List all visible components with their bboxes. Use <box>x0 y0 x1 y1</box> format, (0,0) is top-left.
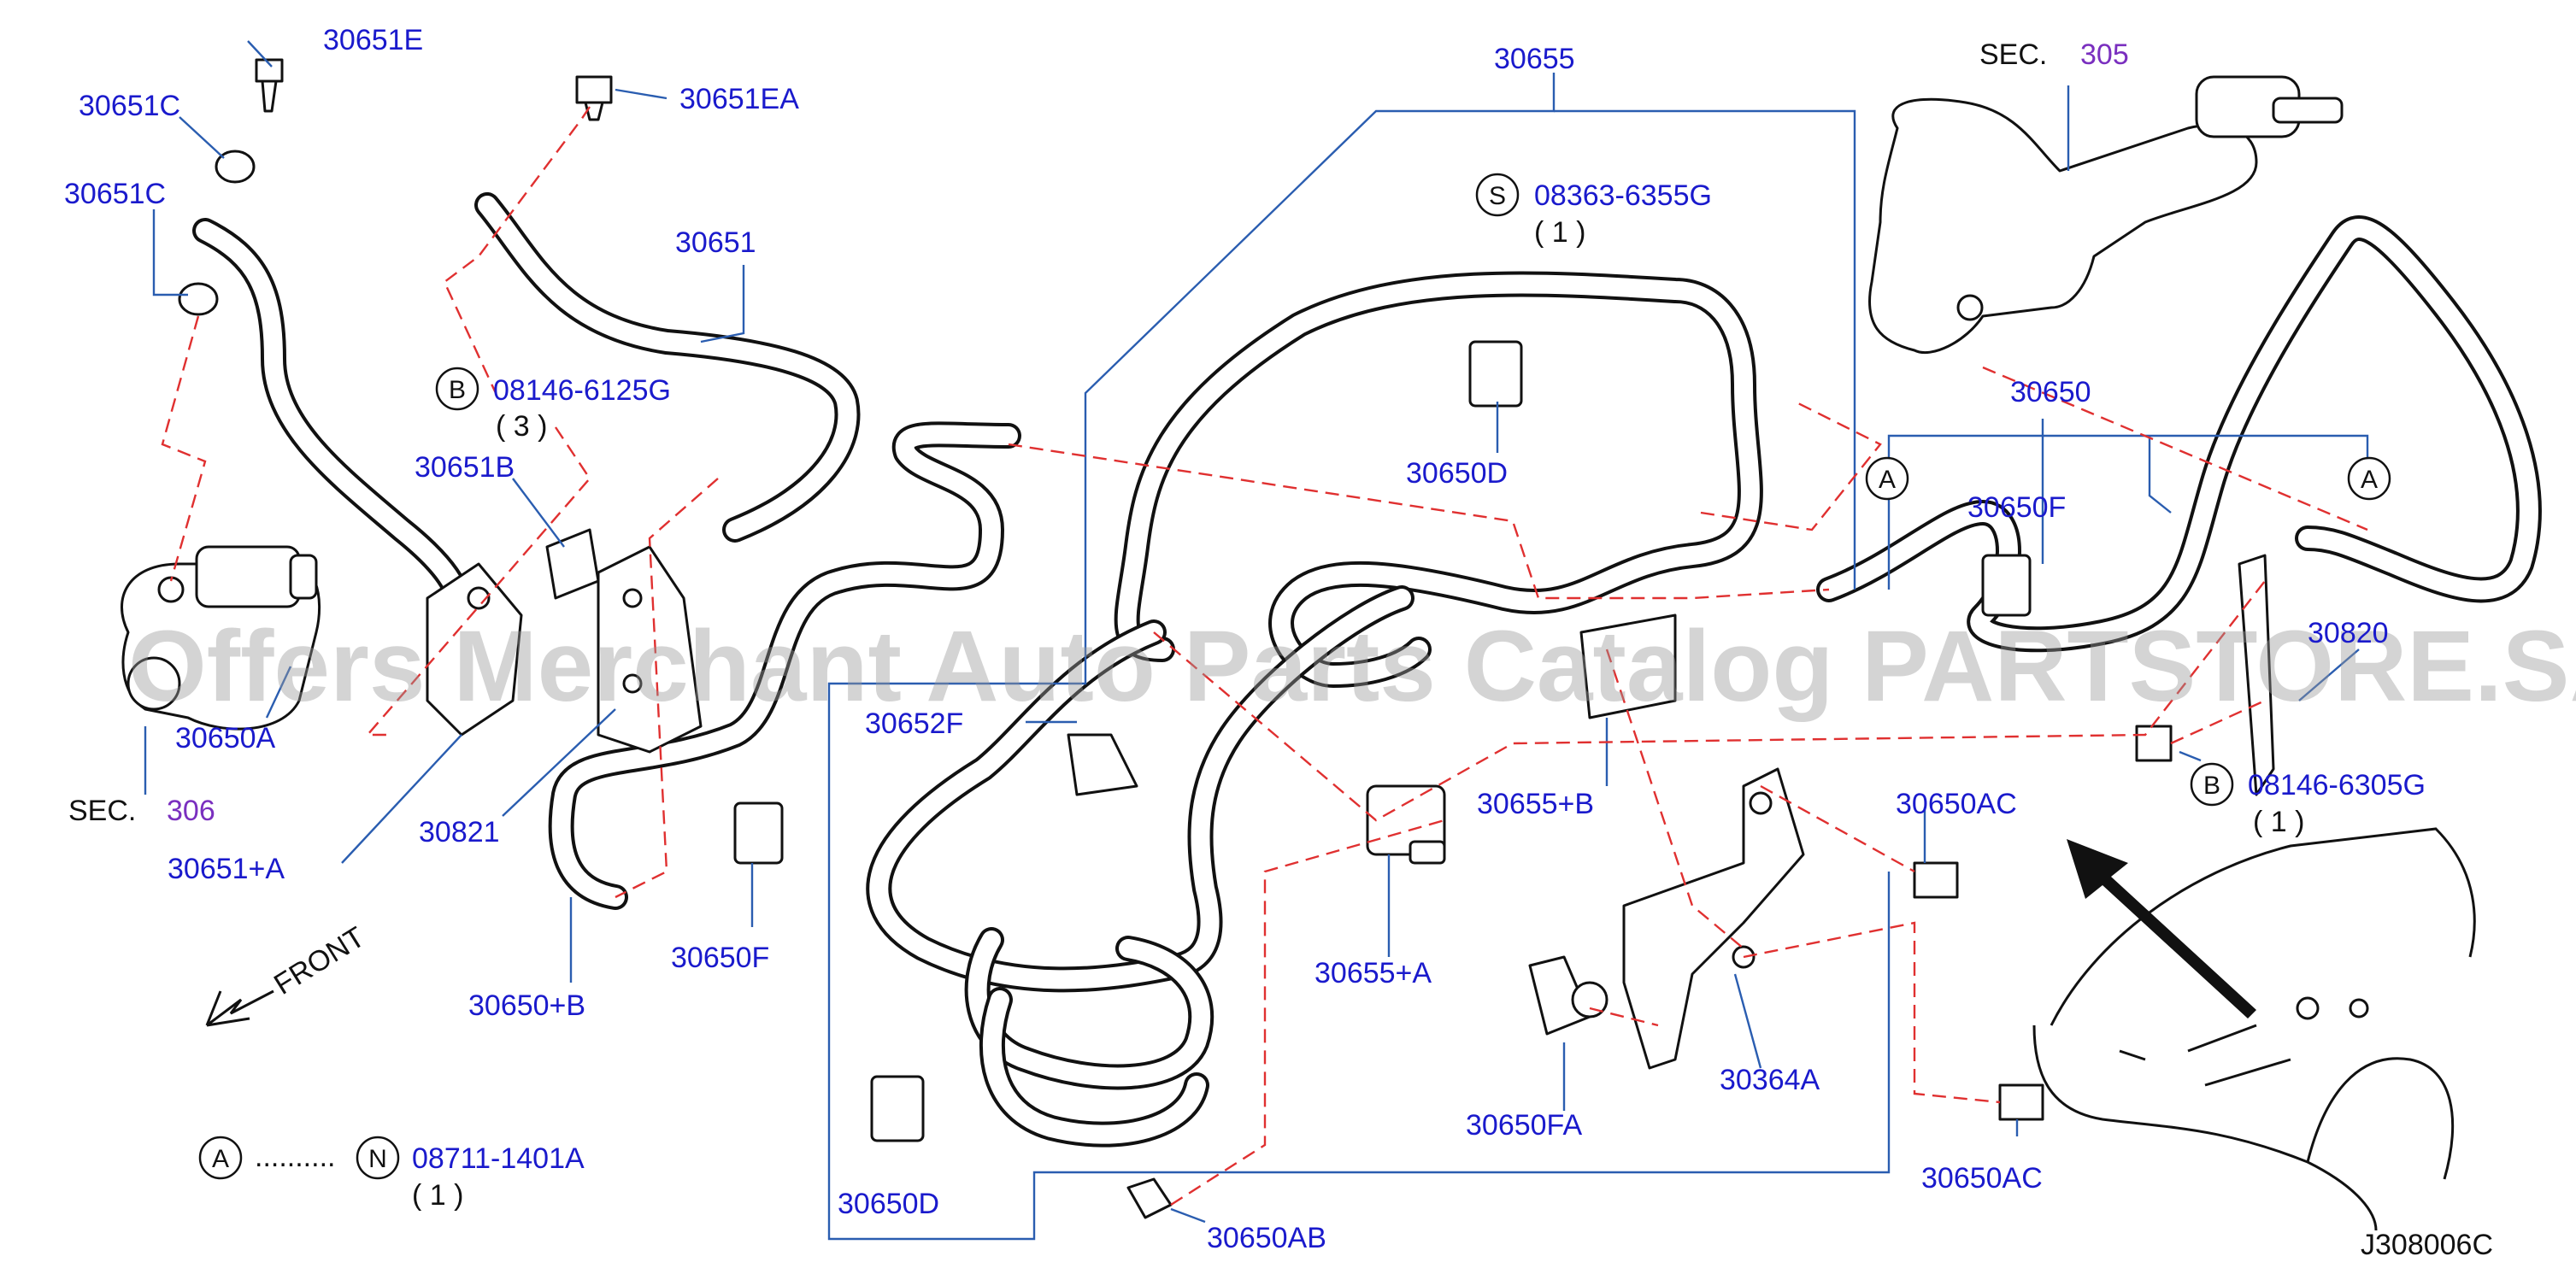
clip-30652F <box>1067 733 1138 796</box>
watermark: Offers Merchant Auto Parts Catalog PARTS… <box>128 610 2576 723</box>
bolt-30650AB <box>1126 1177 1173 1219</box>
sec306-prefix: SEC. <box>68 795 136 827</box>
label-30650[interactable]: 30650 <box>2010 376 2091 408</box>
label-30650FA[interactable]: 30650FA <box>1466 1109 1582 1142</box>
clutch-pipes <box>192 192 2542 1148</box>
label-30655-a[interactable]: 30655+A <box>1314 957 1432 989</box>
legend-n-letter: N <box>368 1145 387 1173</box>
label-30651EA[interactable]: 30651EA <box>679 83 799 115</box>
connector-30655-a <box>1366 784 1446 865</box>
legend-a-letter: A <box>212 1145 229 1173</box>
bracket-30364A <box>1622 767 1805 1070</box>
label-30650AB[interactable]: 30650AB <box>1207 1222 1326 1254</box>
qty-08146-6125G: ( 3 ) <box>496 410 547 443</box>
label-30821[interactable]: 30821 <box>419 816 500 848</box>
label-30650AC-upper[interactable]: 30650AC <box>1896 788 2017 820</box>
sec305-prefix: SEC. <box>1979 38 2047 71</box>
clutch-damper-30651-a <box>426 562 523 737</box>
label-30650A[interactable]: 30650A <box>175 722 276 754</box>
bracket-30651B <box>545 528 600 600</box>
bolt-30650AC-upper <box>1913 861 1959 899</box>
washer-30651C-lower <box>178 282 219 316</box>
a-marker-left: A <box>1879 466 1896 494</box>
section-refs: SEC. 306 SEC. 305 <box>68 38 2129 827</box>
b-callout-icon-1 <box>435 367 479 411</box>
label-30655[interactable]: 30655 <box>1494 43 1575 75</box>
dashed-connection-lines <box>161 106 2368 1206</box>
a-marker-icon-right <box>2347 456 2391 501</box>
clip-30650D-bottom <box>870 1075 925 1142</box>
clip-30650FA <box>1528 955 1609 1036</box>
label-30651-a[interactable]: 30651+A <box>168 853 285 885</box>
bolt-08146-6305G <box>2135 725 2173 762</box>
s-callout-letter: S <box>1489 182 1506 210</box>
part-labels: 30651E 30651C 30651C 30651EA 30651 30651… <box>64 24 2389 1254</box>
qty-08146-6305G: ( 1 ) <box>2253 806 2304 838</box>
bracket-30820 <box>2238 554 2275 796</box>
fastener-callouts: S 08363-6355G ( 1 ) B 08146-6125G ( 3 ) … <box>198 173 2426 1212</box>
bracket-30821 <box>597 545 703 754</box>
bolt-30650AC-lower <box>1998 1083 2044 1121</box>
label-08146-6305G[interactable]: 08146-6305G <box>2248 769 2426 801</box>
a-marker-icon-left <box>1865 456 1909 501</box>
label-30650D-top[interactable]: 30650D <box>1406 457 1508 490</box>
label-08711-1401A[interactable]: 08711-1401A <box>412 1142 585 1175</box>
qty-08363-6355G: ( 1 ) <box>1534 216 1585 249</box>
label-30651C-upper[interactable]: 30651C <box>79 90 180 122</box>
a-marker-right: A <box>2361 466 2378 494</box>
label-30651C-lower[interactable]: 30651C <box>64 178 166 210</box>
washer-30651C-upper <box>215 150 256 184</box>
label-30655-b[interactable]: 30655+B <box>1477 788 1594 820</box>
clip-30650F-right <box>1981 554 2032 617</box>
s-callout-icon <box>1475 173 1520 217</box>
diagram-code: J308006C <box>2361 1229 2493 1261</box>
front-label: FRONT <box>268 921 370 1001</box>
legend-a-icon <box>198 1136 243 1180</box>
clip-30650F-left <box>733 801 784 865</box>
label-30652F[interactable]: 30652F <box>865 707 963 740</box>
label-30364A[interactable]: 30364A <box>1720 1064 1820 1096</box>
bolt-30651E <box>255 58 284 113</box>
label-30650F-right[interactable]: 30650F <box>1967 491 2066 524</box>
master-cylinder-sec305 <box>1867 75 2344 355</box>
label-30651B[interactable]: 30651B <box>415 451 515 484</box>
label-30651E[interactable]: 30651E <box>323 24 423 56</box>
bolt-30651EA <box>575 75 613 121</box>
label-30650AC-lower[interactable]: 30650AC <box>1921 1162 2043 1195</box>
label-30650D-bottom[interactable]: 30650D <box>838 1188 939 1220</box>
leader-lines <box>144 40 2369 1241</box>
operating-cylinder-sec306 <box>121 545 321 731</box>
label-30650-b[interactable]: 30650+B <box>468 989 585 1022</box>
label-08146-6125G[interactable]: 08146-6125G <box>493 374 671 407</box>
qty-08711-1401A: ( 1 ) <box>412 1179 463 1212</box>
front-direction-arrow-icon <box>2067 839 2256 1019</box>
sec305-link[interactable]: 305 <box>2080 38 2129 71</box>
label-30651[interactable]: 30651 <box>675 226 756 259</box>
b-callout-letter-1: B <box>449 376 466 404</box>
label-08363-6355G[interactable]: 08363-6355G <box>1534 179 1712 212</box>
b-callout-icon-2 <box>2190 762 2234 807</box>
label-30820[interactable]: 30820 <box>2308 617 2389 649</box>
front-indicator-icon <box>205 989 274 1027</box>
legend-dots: .......... <box>255 1141 335 1173</box>
car-location-sketch <box>2032 827 2476 1231</box>
legend-n-icon <box>356 1136 400 1180</box>
label-30650F-left[interactable]: 30650F <box>671 942 769 974</box>
sec306-link[interactable]: 306 <box>167 795 215 827</box>
b-callout-letter-2: B <box>2203 772 2220 800</box>
clip-30650D-top <box>1468 340 1523 408</box>
connector-30655-b <box>1579 613 1677 719</box>
